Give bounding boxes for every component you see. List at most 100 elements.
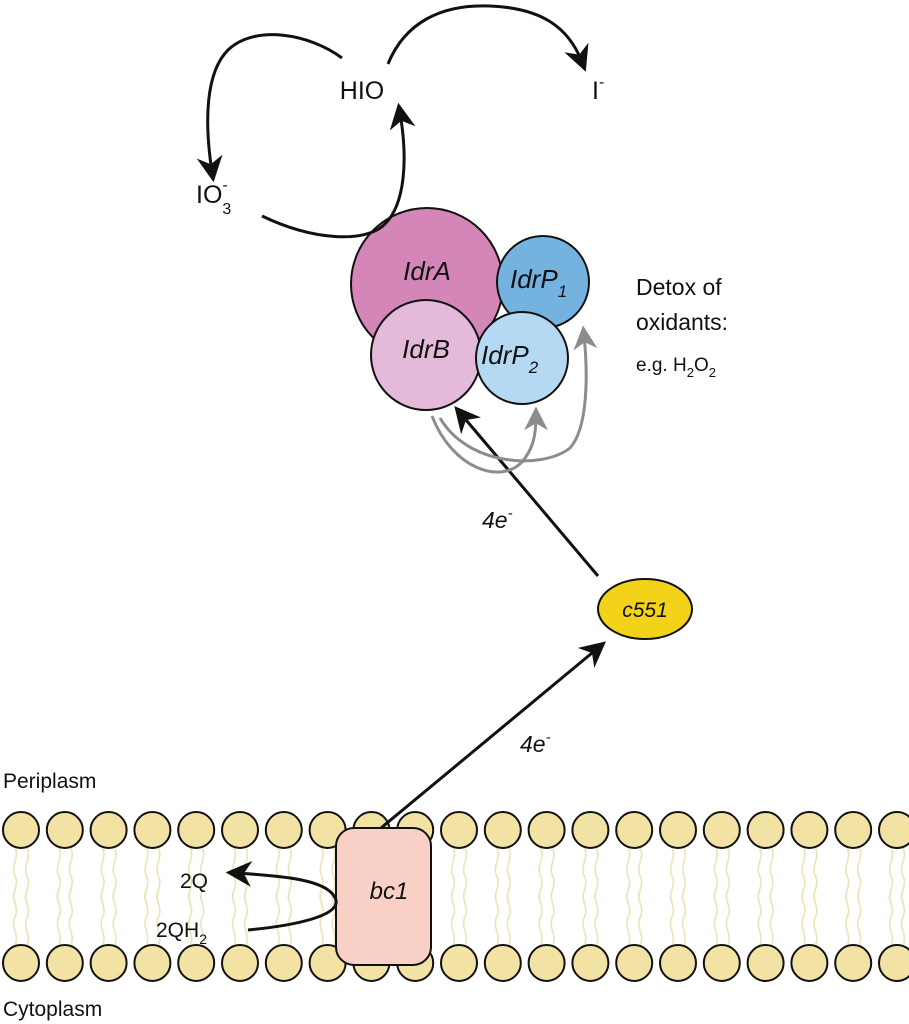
lipid-head-top [89,811,128,849]
lipid-head-top [790,811,829,849]
lipid-head-top [2,811,40,849]
lipid-head-top [133,811,172,849]
lipid-head-bottom [177,944,216,982]
lipid-head-bottom [483,944,522,982]
iodide-base: I [592,77,599,105]
lipid-tail [625,890,631,946]
lipid-tail [24,890,30,946]
lipid-tails [12,847,906,946]
lipid-tail [112,890,117,946]
lipid-tail [331,890,336,946]
iodide-label: I- [592,74,604,105]
electrons-lower-charge: - [546,729,551,746]
lipid-tail [856,890,862,946]
detox-mid: O [694,355,709,376]
quinol-oxidation-arrow [225,860,338,932]
lipid-tail [844,890,850,946]
idrP1-subscript: 1 [558,282,567,301]
lipid-tail [713,890,719,946]
cytoplasm-label: Cytoplasm [3,998,102,1021]
lipid-head-top [659,811,697,849]
idrP2-base: IdrP [481,340,529,370]
arrow-hio-to-iodate [196,33,343,183]
electrons-upper-charge: - [508,505,513,522]
lipid-head-bottom [45,944,84,982]
idrP2-label: IdrP2 [481,340,539,377]
lipid-tail [287,890,293,946]
idrP2-subunit [475,311,569,405]
iodide-charge: - [599,74,604,91]
lipid-heads-top [2,811,909,849]
detox-line-1: Detox of [636,274,722,300]
lipid-tail [199,890,205,946]
electron-arrow-idrB-to-idrP1 [438,325,598,463]
lipid-head-bottom [133,944,172,982]
lipid-tail [243,890,249,946]
lipid-head-bottom [878,944,909,982]
lipid-head-top [702,811,741,849]
lipid-tail [231,890,237,946]
iodate-charge: - [222,177,227,194]
lipid-tail [462,890,468,946]
iodate-label: IO3- [196,177,231,218]
detox-line-3: e.g. H2O2 [636,355,716,380]
idrB-label: IdrB [402,334,450,364]
lipid-head-top [571,811,610,849]
lipid-tail [187,890,193,946]
lipid-head-bottom [790,944,829,982]
lipid-tail [100,890,105,946]
lipid-tail [594,890,599,946]
lipid-tail [144,890,149,946]
lipid-head-bottom [89,944,128,982]
detox-prefix: e.g. H [636,355,687,376]
lipid-head-bottom [615,944,654,982]
lipid-tail [450,890,456,946]
electrons-upper-base: 4e [482,507,508,533]
lipid-tail [319,890,324,946]
lipid-head-bottom [746,944,785,982]
lipid-tail [769,890,774,946]
idrP1-label: IdrP1 [510,264,567,301]
c551-label: c551 [622,599,668,622]
lipid-tail [56,890,62,946]
periplasm-label: Periplasm [3,770,96,793]
lipid-tail [550,890,555,946]
lipid-head-bottom [440,944,478,982]
lipid-tail [637,890,643,946]
lipid-tail [801,890,806,946]
lipid-tail [681,890,687,946]
lipid-tail [900,890,906,946]
lipid-tail [725,890,731,946]
electrons-lower-label: 4e- [520,729,551,757]
lipid-tail [68,890,74,946]
lipid-tail [494,890,500,946]
electron-arrow-idrB-to-idrP2 [430,406,548,474]
lipid-head-bottom [2,944,40,982]
lipid-head-top [177,811,216,849]
lipid-tail [669,890,675,946]
lipid-head-bottom [571,944,610,982]
lipid-tail [156,890,161,946]
lipid-head-top [264,811,303,849]
lipid-head-top [483,811,522,849]
lipid-head-top [221,811,259,849]
idrA-label: IdrA [403,256,451,286]
detox-line-2: oxidants: [636,309,728,335]
hio-label: HIO [340,77,384,105]
lipid-head-bottom [702,944,741,982]
quinol-label: 2QH2 [156,919,207,947]
lipid-head-top [878,811,909,849]
bc1-label: bc1 [370,878,409,905]
iodate-subscript: 3 [222,201,231,218]
lipid-tail [12,890,18,946]
electron-arrow-bc1-to-c551 [380,641,607,830]
lipid-head-bottom [221,944,259,982]
quinone-label: 2Q [180,870,208,893]
lipid-head-bottom [834,944,873,982]
lipid-head-top [440,811,478,849]
lipid-head-top [527,811,566,849]
lipid-head-top [834,811,873,849]
electron-arrow-c551-to-idrB [454,406,600,577]
cytochrome-c551 [597,578,693,640]
